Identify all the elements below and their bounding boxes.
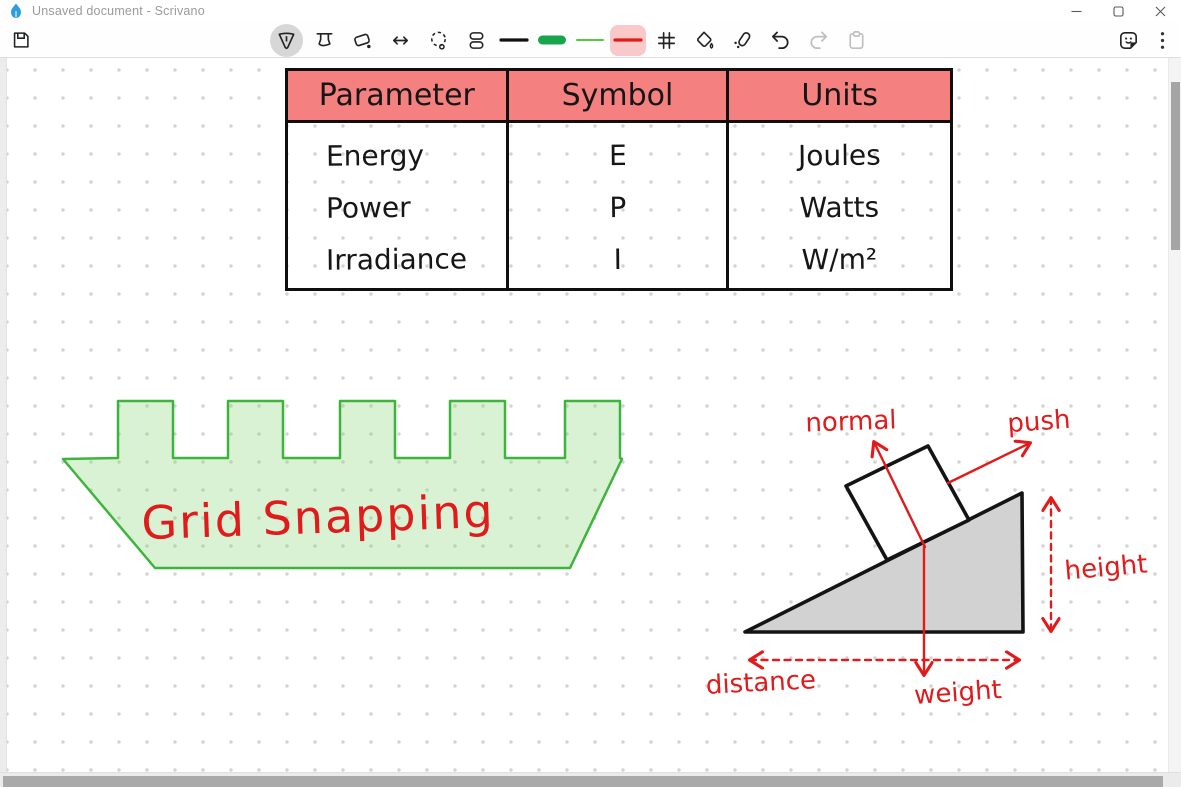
pen-nib-icon bbox=[11, 3, 21, 18]
canvas-left-gutter bbox=[0, 58, 7, 772]
grid-snapping-label: Grid Snapping bbox=[141, 484, 496, 550]
table-header-symbol: Symbol bbox=[508, 71, 730, 123]
close-button[interactable] bbox=[1139, 0, 1181, 22]
lasso-select-tool-button[interactable] bbox=[419, 22, 457, 58]
drawing-canvas[interactable]: Parameter Symbol Units Energy Power Irra… bbox=[0, 58, 1181, 787]
fountain-pen-icon bbox=[277, 31, 295, 49]
stacked-shapes-tool-button[interactable] bbox=[457, 22, 495, 58]
titlebar: Unsaved document - Scrivano bbox=[0, 0, 1181, 22]
save-icon bbox=[13, 32, 29, 48]
push-label: push bbox=[1006, 405, 1071, 439]
grid-toggle-button[interactable] bbox=[647, 22, 685, 58]
laser-pen-button[interactable] bbox=[723, 22, 761, 58]
normal-arrow bbox=[874, 442, 927, 549]
overflow-menu-button[interactable] bbox=[1147, 22, 1177, 58]
incline-diagram[interactable]: normal push height distance weight bbox=[705, 405, 1148, 711]
vertical-scrollbar[interactable] bbox=[1168, 58, 1181, 772]
horizontal-scrollbar-thumb[interactable] bbox=[3, 776, 1163, 787]
table-cell: P bbox=[608, 190, 627, 224]
sticker-icon bbox=[1119, 31, 1137, 49]
redo-icon bbox=[809, 30, 827, 49]
highlighter-icon bbox=[315, 32, 333, 46]
stroke-preset-green-thin-button[interactable] bbox=[571, 22, 609, 58]
lasso-select-icon bbox=[430, 31, 446, 50]
table-cell: I bbox=[613, 242, 622, 276]
table-header-parameter: Parameter bbox=[288, 71, 509, 123]
minimize-icon bbox=[1071, 10, 1081, 12]
tool-group-center bbox=[267, 22, 875, 58]
stroke-preset-green-thick-button[interactable] bbox=[533, 22, 571, 58]
eraser-icon bbox=[353, 33, 371, 48]
redo-button[interactable] bbox=[799, 22, 837, 58]
sticker-button[interactable] bbox=[1109, 22, 1147, 58]
stroke-preset-green-thin bbox=[576, 39, 604, 41]
toolbar bbox=[0, 22, 1181, 58]
height-label: height bbox=[1063, 549, 1148, 586]
handdrawn-table: Parameter Symbol Units Energy Power Irra… bbox=[285, 68, 953, 291]
table-column-symbol: E P I bbox=[509, 123, 730, 291]
horizontal-arrows-tool-button[interactable] bbox=[381, 22, 419, 58]
stroke-preset-red-button[interactable] bbox=[609, 22, 647, 58]
table-cell: Watts bbox=[799, 190, 880, 224]
table-cell: Irradiance bbox=[325, 241, 468, 277]
minimize-button[interactable] bbox=[1055, 0, 1097, 22]
undo-icon bbox=[771, 30, 789, 49]
paste-icon bbox=[848, 30, 864, 49]
push-arrow bbox=[946, 443, 1030, 485]
table-cell: Energy bbox=[325, 138, 425, 173]
tool-group-right bbox=[1109, 22, 1177, 58]
table-column-parameter: Energy Power Irradiance bbox=[288, 123, 509, 291]
highlighter-tool-button[interactable] bbox=[305, 22, 343, 58]
grid-icon bbox=[657, 31, 675, 49]
stroke-preset-black bbox=[499, 38, 529, 42]
vertical-scrollbar-thumb[interactable] bbox=[1171, 82, 1180, 250]
window-controls bbox=[1055, 0, 1181, 22]
distance-label: distance bbox=[705, 665, 817, 701]
normal-label: normal bbox=[805, 405, 897, 438]
table-cell: Joules bbox=[798, 138, 882, 172]
stacked-shapes-icon bbox=[469, 31, 483, 49]
window-title: Unsaved document - Scrivano bbox=[32, 4, 205, 18]
horizontal-arrows-icon bbox=[392, 35, 408, 45]
table-column-units: Joules Watts W/m² bbox=[729, 123, 950, 291]
table-header-units: Units bbox=[729, 71, 950, 123]
fill-bucket-icon bbox=[696, 31, 713, 49]
laser-pen-icon bbox=[733, 31, 750, 48]
weight-label: weight bbox=[913, 675, 1003, 711]
horizontal-scrollbar[interactable] bbox=[0, 772, 1181, 787]
maximize-icon bbox=[1112, 5, 1124, 17]
incline-box bbox=[844, 444, 971, 562]
close-icon bbox=[1155, 6, 1165, 16]
table-cell: W/m² bbox=[801, 242, 878, 276]
stroke-preset-green-thick bbox=[538, 35, 566, 45]
maximize-button[interactable] bbox=[1097, 0, 1139, 22]
kebab-menu-icon bbox=[1160, 31, 1164, 49]
stroke-preset-black-button[interactable] bbox=[495, 22, 533, 58]
fountain-pen-tool-button[interactable] bbox=[267, 22, 305, 58]
save-button[interactable] bbox=[2, 22, 40, 58]
undo-button[interactable] bbox=[761, 22, 799, 58]
paste-button[interactable] bbox=[837, 22, 875, 58]
grid-snapping-shape[interactable]: Grid Snapping bbox=[61, 399, 624, 570]
table-cell: E bbox=[608, 138, 627, 172]
stroke-preset-red bbox=[613, 38, 643, 42]
eraser-tool-button[interactable] bbox=[343, 22, 381, 58]
incline-triangle bbox=[743, 491, 1025, 634]
fill-bucket-button[interactable] bbox=[685, 22, 723, 58]
table-cell: Power bbox=[325, 190, 411, 225]
